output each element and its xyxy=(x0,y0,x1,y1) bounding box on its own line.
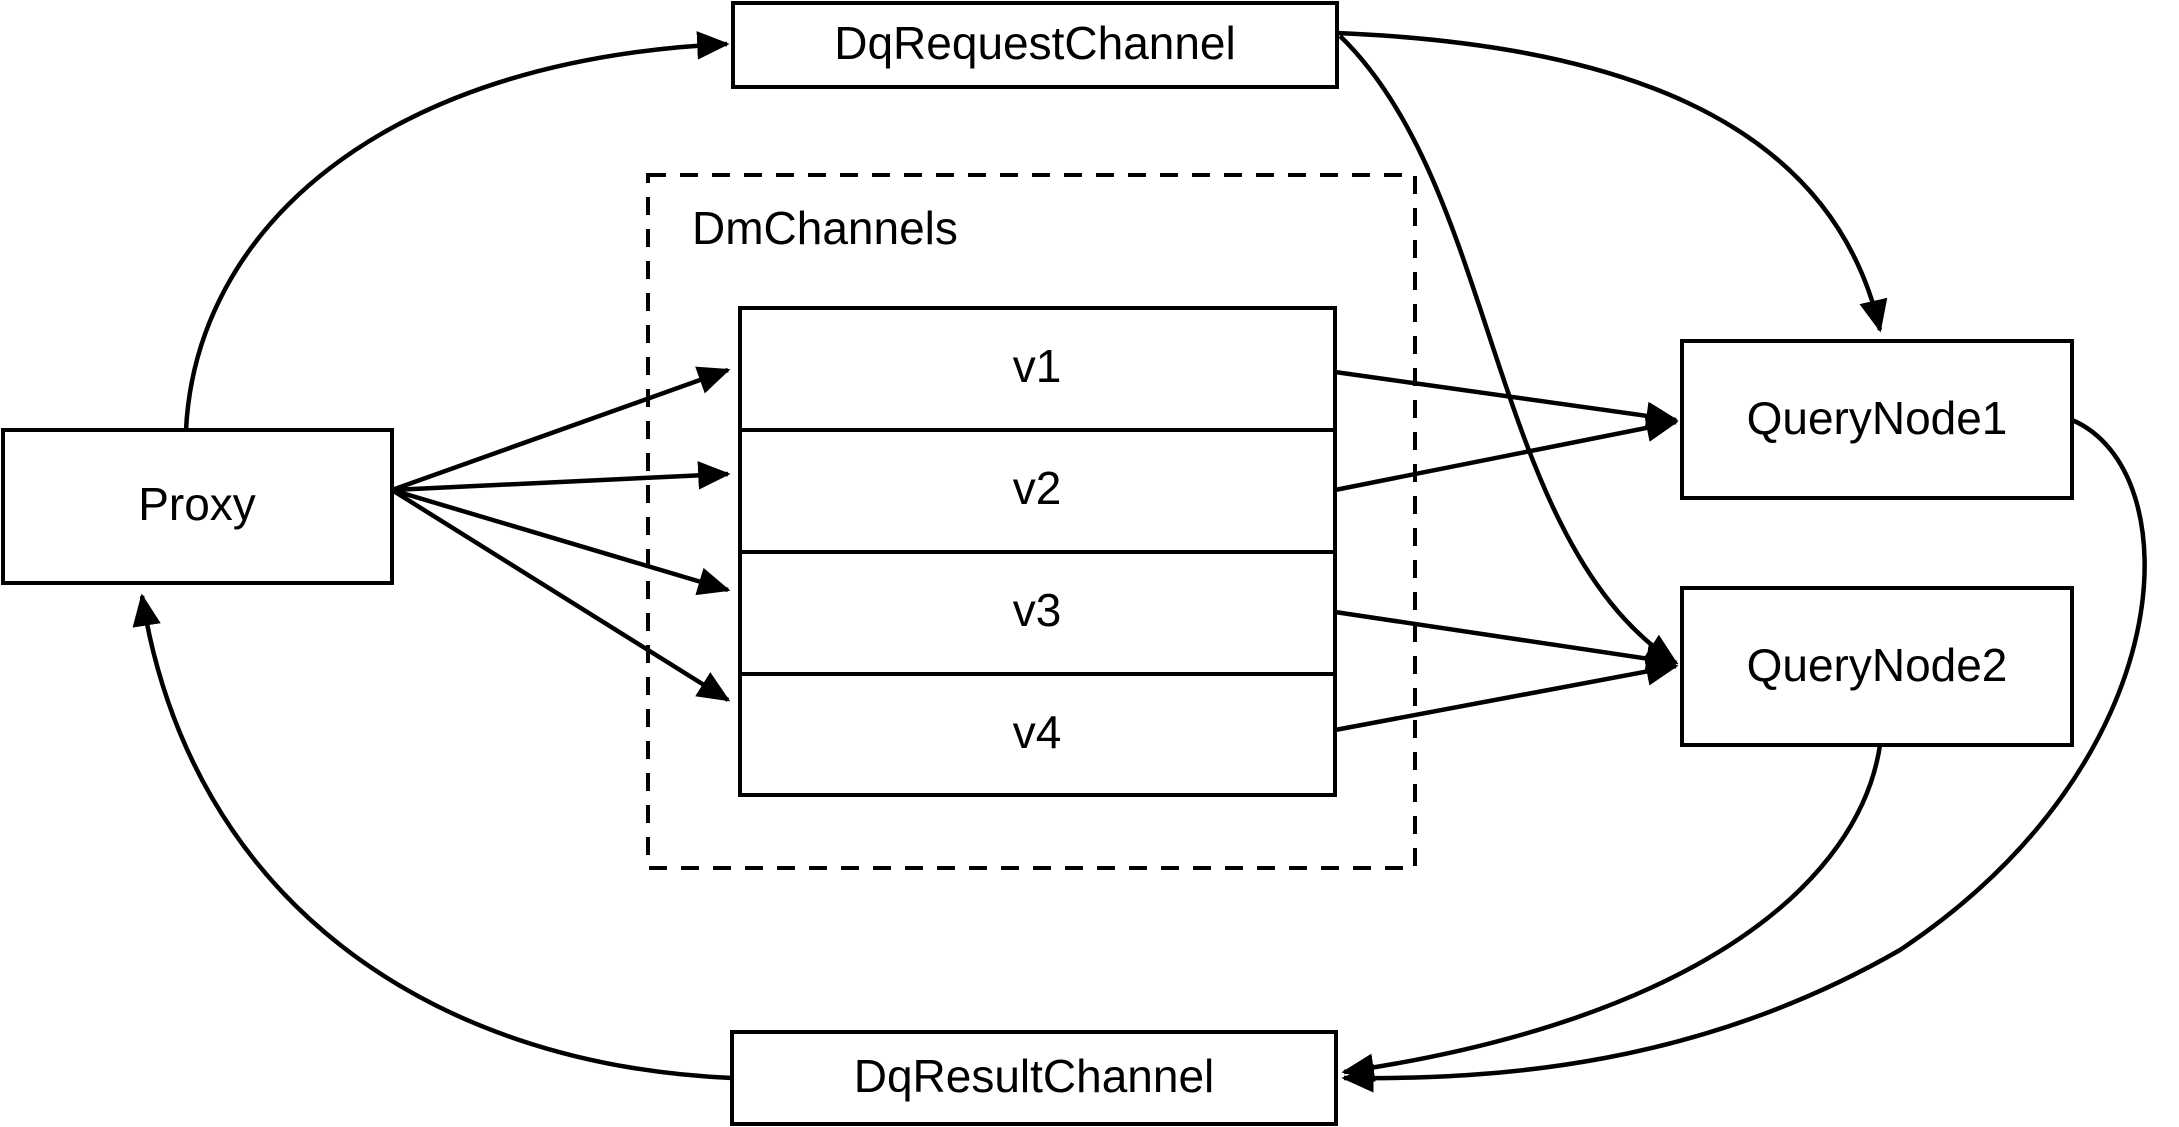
channel-row-v1: v1 xyxy=(1013,340,1062,392)
edge-dqrequestchannel-to-querynode2 xyxy=(1338,34,1679,665)
edge-proxy-to-v4 xyxy=(390,488,731,702)
node-query-node-1[interactable] xyxy=(1680,339,2074,500)
dm-channels-group-box xyxy=(646,173,1417,870)
edge-v4-to-querynode2 xyxy=(1334,657,1679,733)
node-dq-result-channel-label: DqResultChannel xyxy=(854,1050,1215,1102)
edge-dqresultchannel-to-proxy xyxy=(132,593,733,1081)
channel-row-v3: v3 xyxy=(1013,584,1062,636)
node-query-node-2[interactable] xyxy=(1680,586,2074,747)
edge-proxy-to-v1 xyxy=(391,366,731,493)
node-dq-result-channel[interactable] xyxy=(730,1030,1338,1126)
edge-querynode1-to-dqresultchannel xyxy=(1341,417,2147,1093)
channel-row-v2: v2 xyxy=(1013,462,1062,514)
edge-querynode2-to-dqresultchannel xyxy=(1341,744,1883,1082)
edge-proxy-to-v2 xyxy=(391,461,731,493)
dm-channels-group-label: DmChannels xyxy=(692,202,958,254)
edge-proxy-to-v3 xyxy=(391,487,731,596)
edge-dqrequestchannel-to-querynode1 xyxy=(1336,30,1888,333)
edge-v3-to-querynode2 xyxy=(1334,609,1679,673)
node-proxy-label: Proxy xyxy=(138,478,256,530)
node-dq-request-channel-label: DqRequestChannel xyxy=(834,17,1236,69)
edge-v2-to-querynode1 xyxy=(1334,413,1679,493)
channel-row-v4: v4 xyxy=(1013,706,1062,758)
node-proxy[interactable] xyxy=(1,428,394,585)
node-query-node-1-label: QueryNode1 xyxy=(1747,392,2008,444)
edge-v1-to-querynode1 xyxy=(1334,369,1679,430)
edge-proxy-to-dqrequestchannel xyxy=(183,31,730,431)
node-dq-request-channel[interactable] xyxy=(731,1,1339,89)
node-query-node-2-label: QueryNode2 xyxy=(1747,639,2008,691)
